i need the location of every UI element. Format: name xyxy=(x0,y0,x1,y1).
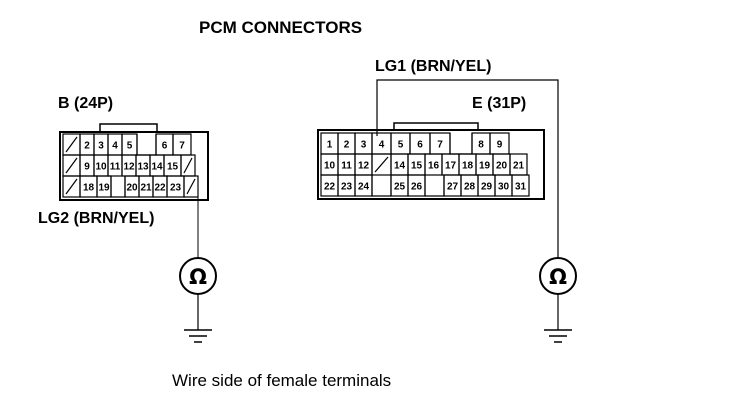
connector_e-terminal-number: 16 xyxy=(428,161,440,172)
connector_b-terminal-number: 12 xyxy=(123,162,135,173)
connector_b-terminal-number: 22 xyxy=(154,183,166,194)
connector_e-terminal-number: 20 xyxy=(496,161,508,172)
connector_e-terminal-number: 18 xyxy=(462,161,474,172)
connector_b-terminal-number: 18 xyxy=(83,183,95,194)
connector_e-terminal-number: 21 xyxy=(513,161,525,172)
connector_e-terminal-number: 12 xyxy=(358,161,370,172)
connector_e-terminal-number: 25 xyxy=(394,182,406,193)
connector-e-housing xyxy=(317,129,545,200)
ohmmeter-right: Ω xyxy=(539,257,577,343)
connector_e-terminal-number: 27 xyxy=(447,182,459,193)
connector_e-terminal-number: 28 xyxy=(464,182,476,193)
connector-b-label: B (24P) xyxy=(58,95,114,112)
ohm-symbol-left: Ω xyxy=(189,265,207,289)
connector_b-notch xyxy=(110,176,126,198)
connector_e-terminal-number: 6 xyxy=(417,140,423,151)
connector-e-wire-label: LG1 (BRN/YEL) xyxy=(375,58,492,75)
connector_e-terminal-number: 2 xyxy=(344,140,350,151)
connector-b-lock-tab xyxy=(99,123,158,132)
connector-e-label: E (31P) xyxy=(472,95,527,112)
connector_b-terminal-number: 4 xyxy=(112,141,118,152)
connector_b-empty-cavity xyxy=(65,157,78,174)
connector_e-terminal-number: 14 xyxy=(394,161,406,172)
connector_b-empty-cavity xyxy=(183,157,193,174)
connector_b-terminal-number: 13 xyxy=(137,162,149,173)
connector_e-terminal-number: 26 xyxy=(411,182,423,193)
wire-lg1 xyxy=(376,79,559,258)
connector_b-terminal-number: 20 xyxy=(126,183,138,194)
connector-b-housing xyxy=(59,131,209,201)
connector_b-terminal-number: 5 xyxy=(127,141,133,152)
connector_e-terminal-number: 31 xyxy=(515,182,527,193)
ohmmeter-left: Ω xyxy=(179,257,217,343)
connector_e-terminal-number: 30 xyxy=(498,182,510,193)
connector_b-terminal-number: 6 xyxy=(162,141,168,152)
connector_e-terminal-number: 15 xyxy=(411,161,423,172)
connector_e-terminal-number: 24 xyxy=(358,182,370,193)
connector_b-empty-cavity xyxy=(65,136,78,153)
connector_e-terminal-number: 17 xyxy=(445,161,457,172)
connector_b-notch xyxy=(136,134,157,156)
connector_b-terminal-number: 10 xyxy=(95,162,107,173)
connector-e-lock-tab xyxy=(393,122,479,130)
connector_b-terminal-number: 11 xyxy=(110,162,121,173)
connector_e-terminal-number: 4 xyxy=(379,140,385,151)
connector_b-terminal-number: 3 xyxy=(98,141,104,152)
connector_b-terminal-number: 14 xyxy=(151,162,163,173)
caption: Wire side of female terminals xyxy=(172,371,392,390)
connector_e-terminal-number: 7 xyxy=(437,140,443,151)
connector_e-terminal-number: 29 xyxy=(481,182,493,193)
connector_e-terminal-number: 9 xyxy=(497,140,503,151)
connector_e-terminal-number: 5 xyxy=(398,140,404,151)
connector_e-notch xyxy=(371,175,392,197)
connector_b-empty-cavity xyxy=(65,178,78,195)
connector_e-terminal-number: 8 xyxy=(478,140,484,151)
ohm-symbol-right: Ω xyxy=(549,265,567,289)
connector_e-notch xyxy=(449,133,473,155)
connector_b-terminal-number: 2 xyxy=(84,141,90,152)
connector_e-terminal-number: 11 xyxy=(341,161,352,172)
connector_e-terminal-number: 1 xyxy=(327,140,333,151)
connector-b-wire-label: LG2 (BRN/YEL) xyxy=(38,210,155,227)
page-title: PCM CONNECTORS xyxy=(199,18,363,37)
connector_b-terminal-number: 15 xyxy=(167,162,179,173)
connector_b-terminal-number: 19 xyxy=(98,183,110,194)
connector_e-empty-cavity xyxy=(374,156,389,173)
ground-icon xyxy=(184,329,212,343)
connector_e-terminal-number: 3 xyxy=(361,140,367,151)
connector_b-terminal-number: 7 xyxy=(179,141,185,152)
connector_e-notch xyxy=(424,175,445,197)
connector_e-terminal-number: 10 xyxy=(324,161,336,172)
connector_e-terminal-number: 19 xyxy=(479,161,491,172)
connector_b-terminal-number: 21 xyxy=(140,183,152,194)
connector_b-terminal-number: 9 xyxy=(84,162,90,173)
connector_e-terminal-cell xyxy=(511,174,530,197)
connector_b-empty-cavity xyxy=(186,178,196,195)
ground-icon xyxy=(544,329,572,343)
connector_b-terminal-cell xyxy=(183,175,199,198)
connector_e-terminal-number: 23 xyxy=(341,182,353,193)
connector_b-terminal-number: 23 xyxy=(170,183,182,194)
connector_e-terminal-number: 22 xyxy=(324,182,336,193)
